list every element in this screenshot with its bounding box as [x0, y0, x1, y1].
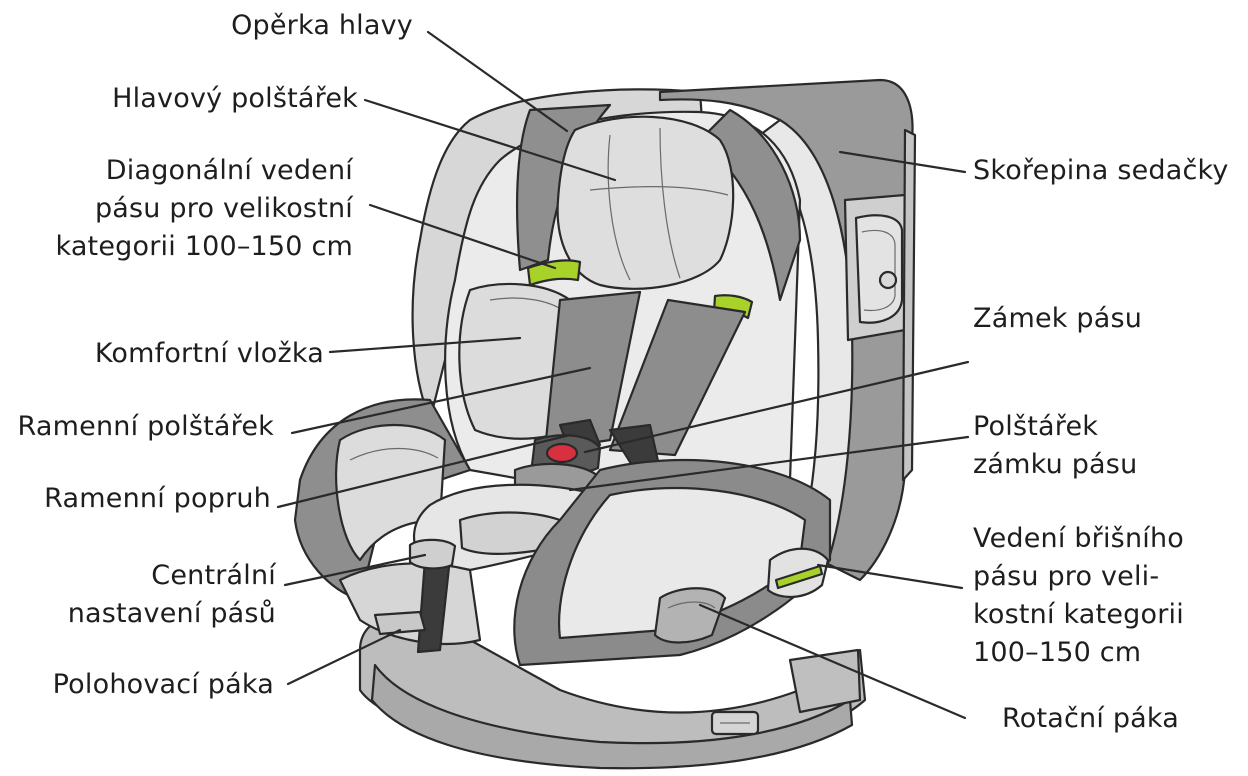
leader-vedeni-brisniho [816, 563, 964, 590]
leader-ramenni-popruh [276, 433, 572, 509]
label-skorepina-sedacky: Skořepina sedačky [973, 155, 1229, 186]
leader-operka-hlavy [426, 30, 569, 133]
label-ramenni-polstarek: Ramenní polštářek [17, 411, 274, 442]
leader-polstarek-zamku [568, 435, 970, 492]
label-zamek-pasu: Zámek pásu [973, 303, 1143, 334]
leader-centralni-nastaveni [283, 553, 427, 587]
label-vedeni-brisniho: Vedení břišního pásu pro veli- kostní ka… [973, 523, 1184, 668]
label-operka-hlavy: Opěrka hlavy [231, 10, 413, 41]
seat-cushion [293, 398, 832, 667]
leader-lines [276, 30, 970, 720]
label-komfortni-vlozka: Komfortní vložka [94, 338, 324, 369]
leader-skorepina-sedacky [838, 150, 967, 174]
leader-komfortni-vlozka [328, 336, 522, 354]
leader-zamek-pasu [583, 360, 970, 454]
label-ramenni-popruh: Ramenní popruh [44, 483, 271, 514]
label-diagonalni-vedeni: Diagonální vedení pásu pro velikostní ka… [55, 155, 353, 262]
leader-rotacni-paka [698, 603, 967, 720]
leader-diagonalni-vedeni [368, 203, 557, 270]
label-polstarek-zamku: Polštářek zámku pásu [973, 411, 1138, 480]
label-polohovaci-paka: Polohovací páka [52, 669, 274, 700]
leader-ramenni-polstarek [290, 366, 592, 435]
leader-polohovaci-paka [286, 628, 402, 686]
label-centralni-nastaveni: Centrální nastavení pásů [67, 560, 276, 629]
label-rotacni-paka: Rotační páka [1002, 703, 1180, 734]
leader-hlavovy-polstarek [363, 98, 617, 182]
label-hlavovy-polstarek: Hlavový polštářek [112, 83, 358, 114]
